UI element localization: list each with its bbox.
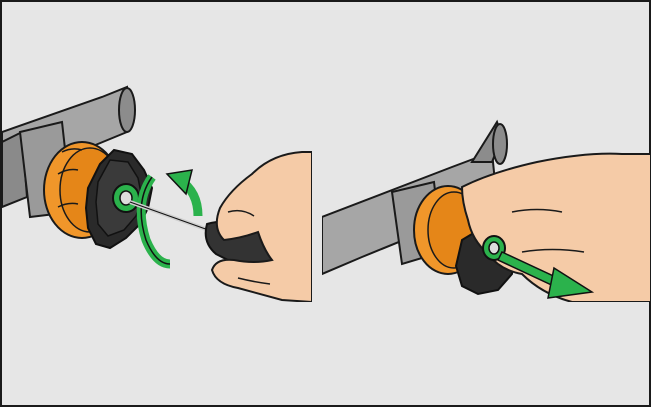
- panel-loosen-screw: [2, 2, 332, 407]
- hand: [212, 152, 312, 302]
- panel-pull-off-knob: [322, 2, 651, 407]
- illustration-right: [322, 2, 651, 407]
- screw-cap: [113, 184, 139, 212]
- illustration-left: [2, 2, 332, 407]
